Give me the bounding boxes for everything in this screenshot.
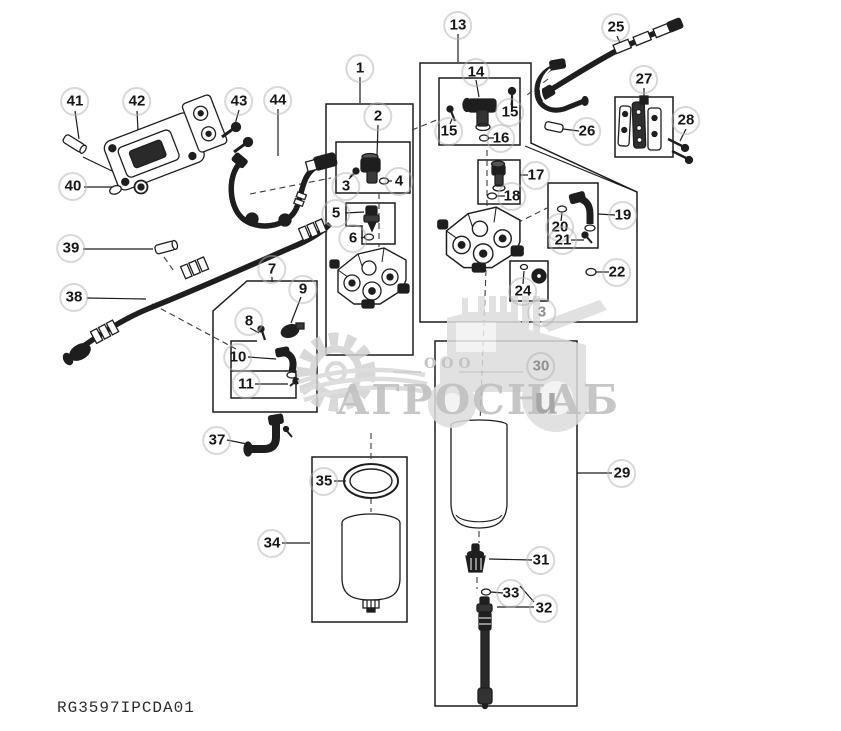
callout-6: 6: [348, 229, 358, 247]
callout-15: 15: [440, 122, 458, 140]
callout-25: 25: [607, 18, 625, 36]
callout-13: 13: [449, 16, 467, 34]
callout-34: 34: [263, 534, 281, 552]
callout-24: 24: [514, 282, 532, 300]
callout-21: 21: [554, 231, 572, 249]
callout-2: 2: [373, 107, 383, 125]
dashed-lines: [151, 78, 549, 589]
part-drawings: [62, 17, 694, 710]
callout-30: 30: [532, 357, 550, 375]
callout-7: 7: [267, 260, 277, 278]
callout-18: 18: [503, 187, 521, 205]
callout-8: 8: [244, 312, 254, 330]
callout-1: 1: [355, 59, 365, 77]
callout-42: 42: [128, 92, 146, 110]
callout-29: 29: [613, 464, 631, 482]
callout-11: 11: [238, 375, 254, 393]
callout-44: 44: [269, 91, 287, 109]
callout-14: 14: [467, 63, 485, 81]
callout-26: 26: [578, 122, 596, 140]
callout-39: 39: [62, 239, 80, 257]
callout-15: 15: [501, 103, 519, 121]
callout-41: 41: [66, 92, 84, 110]
callout-40: 40: [64, 177, 82, 195]
tractor-watermark: [428, 296, 607, 432]
callout-37: 37: [208, 431, 226, 449]
callout-17: 17: [527, 166, 545, 184]
callout-33: 33: [502, 584, 520, 602]
callout-9: 9: [298, 280, 308, 298]
callout-3: 3: [341, 177, 351, 195]
callout-19: 19: [614, 206, 632, 224]
drawing-code: RG3597IPCDA01: [57, 699, 195, 717]
callout-43: 43: [230, 92, 248, 110]
callout-5: 5: [331, 204, 341, 222]
callout-28: 28: [677, 111, 695, 129]
watermark-graphics: [296, 296, 607, 432]
callout-32: 32: [535, 599, 553, 617]
callout-38: 38: [65, 288, 83, 306]
callout-27: 27: [635, 70, 653, 88]
callout-22: 22: [608, 263, 626, 281]
callout-10: 10: [229, 348, 247, 366]
callout-31: 31: [532, 551, 550, 569]
callout-4: 4: [394, 172, 404, 190]
callout-3: 3: [537, 303, 547, 321]
callout-16: 16: [492, 129, 510, 147]
callout-35: 35: [315, 472, 333, 490]
